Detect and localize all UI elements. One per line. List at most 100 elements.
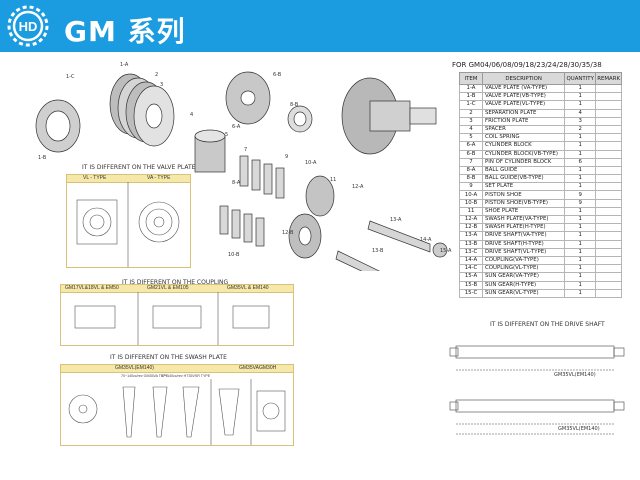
quantity-cell: 1 xyxy=(564,280,597,290)
description-cell: DRIVE SHAFT(H-TYPE) xyxy=(481,239,566,249)
remark-cell xyxy=(595,288,622,298)
description-cell: SWASH PLATE(H-TYPE) xyxy=(481,223,566,233)
remark-cell xyxy=(595,198,622,208)
description-cell: COUPLING(VA-TYPE) xyxy=(481,255,566,266)
column-header: DESCRIPTION xyxy=(481,72,566,85)
item-cell: 9 xyxy=(459,182,483,192)
column-header: REMARK xyxy=(595,72,622,85)
swash-plate-box-header: GM35VL(EM140) GM35VA GM30H xyxy=(61,365,293,373)
svg-text:11: 11 xyxy=(330,177,336,183)
quantity-cell: 9 xyxy=(564,198,597,208)
quantity-cell: 1 xyxy=(564,92,597,102)
va-type-label: VA - TYPE xyxy=(147,175,171,181)
svg-text:1-B: 1-B xyxy=(38,155,47,161)
drive-shaft-drawing: GM35VL(EM140) GM35VL(EM140) xyxy=(449,345,625,435)
svg-text:10-A: 10-A xyxy=(305,160,317,166)
valve-plate-caption: IT IS DIFFERENT ON THE VALVE PLATE xyxy=(82,164,196,171)
valve-plate-box-header: VL - TYPE VA - TYPE xyxy=(67,175,190,183)
svg-text:13-B: 13-B xyxy=(372,248,384,254)
swash-sublabel-a2: 87~140cc/rev HT35VSR TYPE xyxy=(161,374,211,378)
svg-text:HD: HD xyxy=(19,19,38,34)
swash-label-a: GM35VL(EM140) xyxy=(115,365,154,371)
svg-text:6-A: 6-A xyxy=(232,124,241,130)
column-header: ITEM xyxy=(459,72,483,85)
svg-text:2: 2 xyxy=(155,72,158,78)
quantity-cell: 1 xyxy=(564,206,597,217)
item-cell: 1-A xyxy=(459,83,483,94)
item-cell: 8-A xyxy=(459,165,483,176)
svg-text:1-A: 1-A xyxy=(120,62,129,68)
svg-text:1-C: 1-C xyxy=(66,74,75,80)
remark-cell xyxy=(595,157,622,167)
description-cell: BALL GUIDE xyxy=(481,165,566,176)
remark-cell xyxy=(595,133,622,143)
page-title: GM 系列 xyxy=(64,15,186,48)
item-cell: 14-C xyxy=(459,264,483,274)
remark-cell xyxy=(595,247,622,257)
description-cell: SEPARATION PLATE xyxy=(481,108,566,118)
remark-cell xyxy=(595,264,622,274)
description-cell: FRICTION PLATE xyxy=(481,116,566,126)
description-cell: SPACER xyxy=(481,124,566,135)
quantity-cell: 1 xyxy=(564,223,597,233)
coupling-caption: IT IS DIFFERENT ON THE COUPLING xyxy=(122,279,229,286)
remark-cell xyxy=(595,280,622,290)
coupling-drawing xyxy=(74,292,270,345)
svg-text:6-B: 6-B xyxy=(273,72,282,78)
item-cell: 12-B xyxy=(459,223,483,233)
description-cell: CYLINDER BLOCK xyxy=(481,141,566,151)
svg-text:9: 9 xyxy=(285,154,288,160)
swash-plate-drawing xyxy=(68,379,286,445)
item-cell: 13-C xyxy=(459,247,483,257)
quantity-cell: 1 xyxy=(564,264,597,274)
item-cell: 13-B xyxy=(459,239,483,249)
drive-shaft-caption: IT IS DIFFERENT ON THE DRIVE SHAFT xyxy=(490,321,605,328)
remark-cell xyxy=(595,206,622,217)
item-cell: 3 xyxy=(459,116,483,126)
remark-cell xyxy=(595,255,622,266)
vl-type-label: VL - TYPE xyxy=(83,175,107,181)
remark-cell xyxy=(595,223,622,233)
description-cell: SUN GEAR(VA-TYPE) xyxy=(481,272,566,282)
quantity-cell: 1 xyxy=(564,288,597,298)
quantity-cell: 1 xyxy=(564,100,597,110)
shaft-label-upper: GM35VL(EM140) xyxy=(554,372,596,378)
coupling-label-a: GM17VL&18VL & EM50 xyxy=(65,285,119,291)
svg-text:5: 5 xyxy=(225,132,228,138)
description-cell: BALL GUIDE(VB-TYPE) xyxy=(481,174,566,184)
svg-text:7: 7 xyxy=(244,147,247,153)
remark-cell xyxy=(595,141,622,151)
quantity-cell: 3 xyxy=(564,116,597,126)
remark-cell xyxy=(595,231,622,241)
item-cell: 15-A xyxy=(459,272,483,282)
coupling-comparison-box: GM17VL&18VL & EM50 GM21VL & EM105 GM35VL… xyxy=(60,284,294,346)
item-cell: 6-B xyxy=(459,149,483,159)
item-cell: 12-A xyxy=(459,214,483,225)
quantity-cell: 1 xyxy=(564,214,597,225)
item-cell: 10-B xyxy=(459,198,483,208)
remark-cell xyxy=(595,92,622,102)
svg-text:15-A: 15-A xyxy=(440,248,452,254)
remark-cell xyxy=(595,174,622,184)
quantity-cell: 1 xyxy=(564,133,597,143)
description-cell: SWASH PLATE(VA-TYPE) xyxy=(481,214,566,225)
item-cell: 1-C xyxy=(459,100,483,110)
svg-text:4: 4 xyxy=(190,112,193,118)
description-cell: DRIVE SHAFT(VA-TYPE) xyxy=(481,231,566,241)
remark-cell xyxy=(595,124,622,135)
